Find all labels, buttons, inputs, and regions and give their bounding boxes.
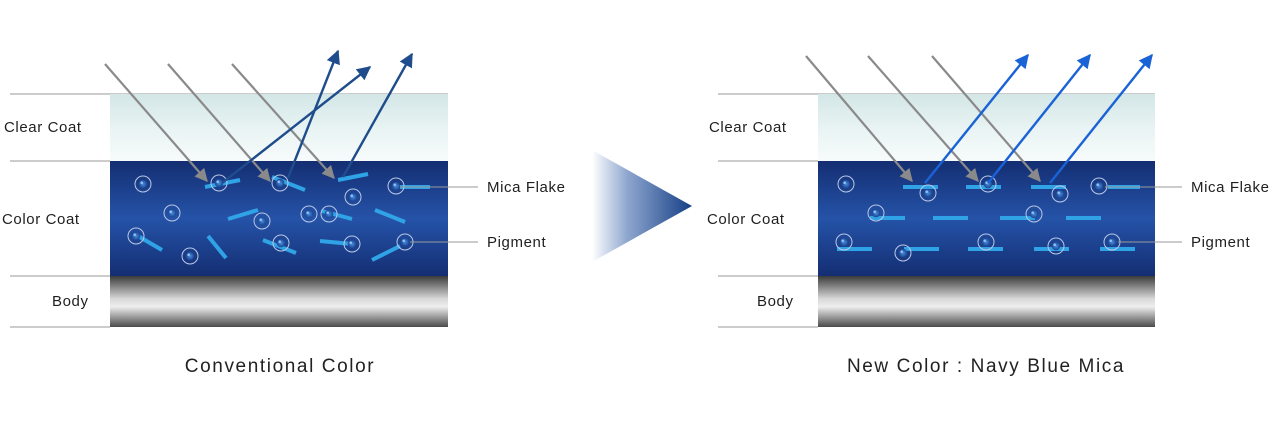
mica-flake: [227, 208, 259, 221]
pigment: [837, 175, 855, 193]
incident-ray: [805, 55, 913, 182]
pigment: [835, 233, 853, 251]
right-body-label: Body: [757, 293, 794, 310]
mica-flake: [136, 234, 164, 252]
left-body-layer: [110, 276, 448, 327]
pigment: [181, 247, 199, 265]
left-panel: Clear Coat Color Coat Body Mica Flake Pi…: [2, 49, 566, 377]
mica-flake: [206, 234, 228, 260]
right-pigment-label: Pigment: [1191, 234, 1250, 251]
right-caption: New Color : Navy Blue Mica: [847, 356, 1125, 377]
reflected-ray: [221, 66, 372, 184]
mica-flake: [319, 239, 353, 246]
left-clear-coat-label: Clear Coat: [4, 119, 82, 136]
pigment: [1025, 205, 1043, 223]
incident-ray: [931, 55, 1041, 182]
reflected-ray: [286, 49, 340, 179]
right-light-rays: [805, 53, 1153, 184]
left-pigments: [127, 174, 414, 265]
pigment: [127, 227, 145, 245]
right-body-layer: [818, 276, 1155, 327]
pigment: [271, 174, 289, 192]
pigment: [253, 212, 271, 230]
reflected-ray: [987, 53, 1091, 184]
pigment: [867, 204, 885, 222]
pigment: [977, 233, 995, 251]
left-caption: Conventional Color: [185, 356, 375, 377]
pigment: [320, 205, 338, 223]
incident-ray: [867, 55, 979, 182]
right-clear-coat-layer: [818, 94, 1155, 161]
right-mica-flake-label: Mica Flake: [1191, 179, 1270, 196]
pigment: [163, 204, 181, 222]
pigment: [300, 205, 318, 223]
mica-flake: [374, 208, 406, 224]
pigment: [134, 175, 152, 193]
reflected-ray: [924, 53, 1029, 184]
mica-flake: [337, 172, 369, 182]
pigment: [210, 174, 228, 192]
reflected-ray: [341, 52, 414, 178]
right-color-coat-layer: [818, 161, 1155, 276]
right-pigments: [835, 175, 1121, 262]
pigment: [1090, 177, 1108, 195]
incident-ray: [104, 63, 208, 182]
right-triangle-arrow-icon: [592, 150, 692, 262]
incident-ray: [231, 63, 335, 179]
pigment: [343, 235, 361, 253]
pigment: [919, 184, 937, 202]
left-light-rays: [104, 49, 414, 184]
pigment: [344, 188, 362, 206]
left-color-coat-label: Color Coat: [2, 211, 80, 228]
right-color-coat-label: Color Coat: [707, 211, 785, 228]
pigment: [1047, 237, 1065, 255]
right-clear-coat-label: Clear Coat: [709, 119, 787, 136]
reflected-ray: [1049, 53, 1153, 184]
left-body-label: Body: [52, 293, 89, 310]
pigment: [1051, 185, 1069, 203]
left-mica-flake-label: Mica Flake: [487, 179, 566, 196]
mica-flake: [371, 244, 401, 262]
mica-flake: [271, 175, 306, 192]
pigment: [894, 244, 912, 262]
pigment: [272, 234, 290, 252]
left-pigment-label: Pigment: [487, 234, 546, 251]
left-clear-coat-layer: [110, 94, 448, 161]
pigment: [387, 177, 405, 195]
right-panel: Clear Coat Color Coat Body Mica Flake Pi…: [707, 53, 1270, 377]
incident-ray: [167, 63, 271, 182]
